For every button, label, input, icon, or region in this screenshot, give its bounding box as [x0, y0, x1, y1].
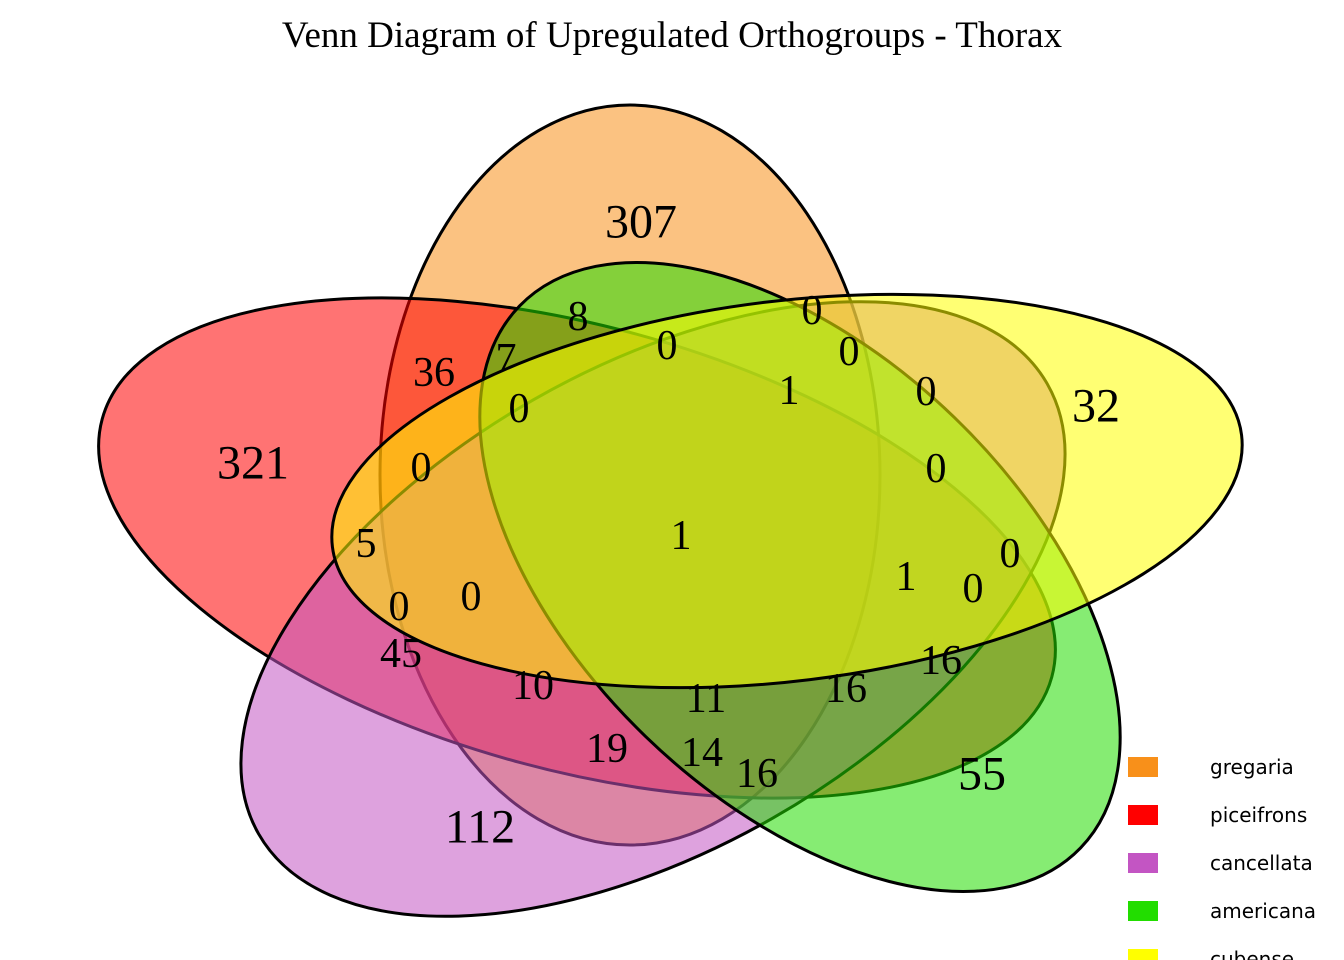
legend-item: cubense: [1128, 947, 1294, 960]
region-count-piceifrons-cancellata: 45: [380, 631, 422, 677]
legend-label-cancellata: cancellata: [1210, 851, 1313, 875]
legend-item: cancellata: [1128, 851, 1313, 875]
region-count-cancellata-americana-cubense: 0: [926, 446, 947, 492]
region-count-piceifrons-cancellata-americana-cubense: 1: [896, 554, 917, 600]
region-count-gregaria: 307: [605, 196, 677, 249]
region-count-gregaria-piceifrons-cubense: 0: [411, 445, 432, 491]
ellipse-cubense: [330, 292, 1244, 690]
region-count-gregaria-piceifrons: 36: [413, 350, 455, 396]
legend-swatch-cubense: [1128, 949, 1158, 960]
legend-label-cubense: cubense: [1210, 947, 1294, 960]
region-count-gregaria-cubense: 0: [802, 288, 823, 334]
legend-item: gregaria: [1128, 755, 1294, 779]
region-count-cubense: 32: [1072, 380, 1120, 433]
legend-item: piceifrons: [1128, 803, 1307, 827]
region-count-gregaria-piceifrons-cancellata-americana: 11: [686, 676, 726, 722]
region-count-cancellata-cubense: 0: [916, 369, 937, 415]
legend: gregaria piceifrons cancellata americana…: [1128, 755, 1316, 960]
region-count-piceifrons-americana: 0: [963, 566, 984, 612]
region-count-americana-cubense: 16: [920, 638, 962, 684]
region-count-gregaria-piceifrons-americana-cubense: 0: [509, 386, 530, 432]
region-count-gregaria-americana-cubense: 0: [657, 323, 678, 369]
region-count-gregaria-americana: 8: [568, 294, 589, 340]
region-count-cancellata: 112: [445, 801, 515, 854]
venn-ellipse-layer: [97, 103, 1244, 918]
region-count-gregaria-cancellata-americana: 14: [681, 730, 723, 776]
region-count-americana: 55: [958, 748, 1006, 801]
region-count-piceifrons-cancellata-cubense: 0: [389, 584, 410, 630]
region-count-gregaria-piceifrons-cancellata-americana-cubense: 1: [671, 513, 692, 559]
legend-label-americana: americana: [1210, 899, 1316, 923]
legend-swatch-cancellata: [1128, 853, 1158, 873]
region-count-piceifrons-cancellata-americana: 16: [825, 666, 867, 712]
legend-swatch-americana: [1128, 901, 1158, 921]
region-count-gregaria-piceifrons-cancellata: 10: [512, 663, 554, 709]
legend-swatch-piceifrons: [1128, 805, 1158, 825]
region-count-cancellata-americana: 16: [736, 751, 778, 797]
region-count-piceifrons: 321: [217, 437, 289, 490]
legend-label-gregaria: gregaria: [1210, 755, 1294, 779]
legend-label-piceifrons: piceifrons: [1210, 803, 1307, 827]
region-count-gregaria-cancellata: 19: [586, 726, 628, 772]
region-count-piceifrons-cubense: 5: [356, 521, 377, 567]
region-count-gregaria-piceifrons-americana: 7: [496, 336, 517, 382]
chart-title: Venn Diagram of Upregulated Orthogroups …: [282, 15, 1063, 56]
legend-item: americana: [1128, 899, 1316, 923]
region-count-piceifrons-americana-cubense: 0: [1000, 531, 1021, 577]
region-count-gregaria-cancellata-cubense: 0: [839, 329, 860, 375]
legend-swatch-gregaria: [1128, 757, 1158, 777]
region-count-gregaria-piceifrons-cancellata-cubense: 0: [461, 574, 482, 620]
region-count-gregaria-cancellata-americana-cubense: 1: [779, 368, 800, 414]
